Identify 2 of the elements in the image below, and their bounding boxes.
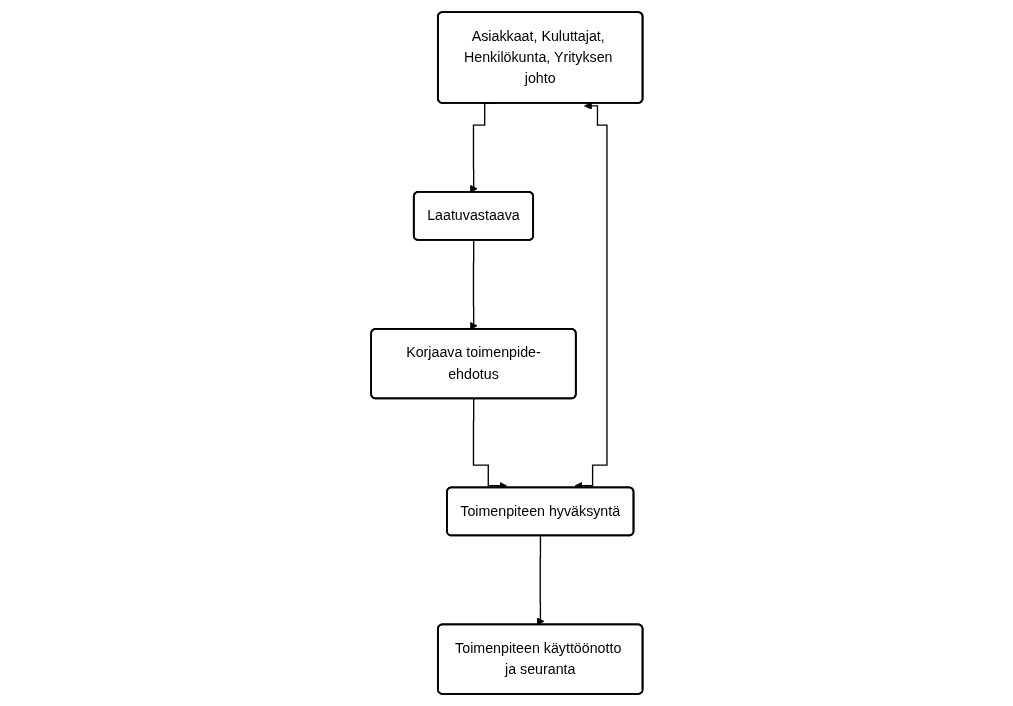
- arrow: [536, 535, 545, 626]
- arrow: [469, 239, 478, 330]
